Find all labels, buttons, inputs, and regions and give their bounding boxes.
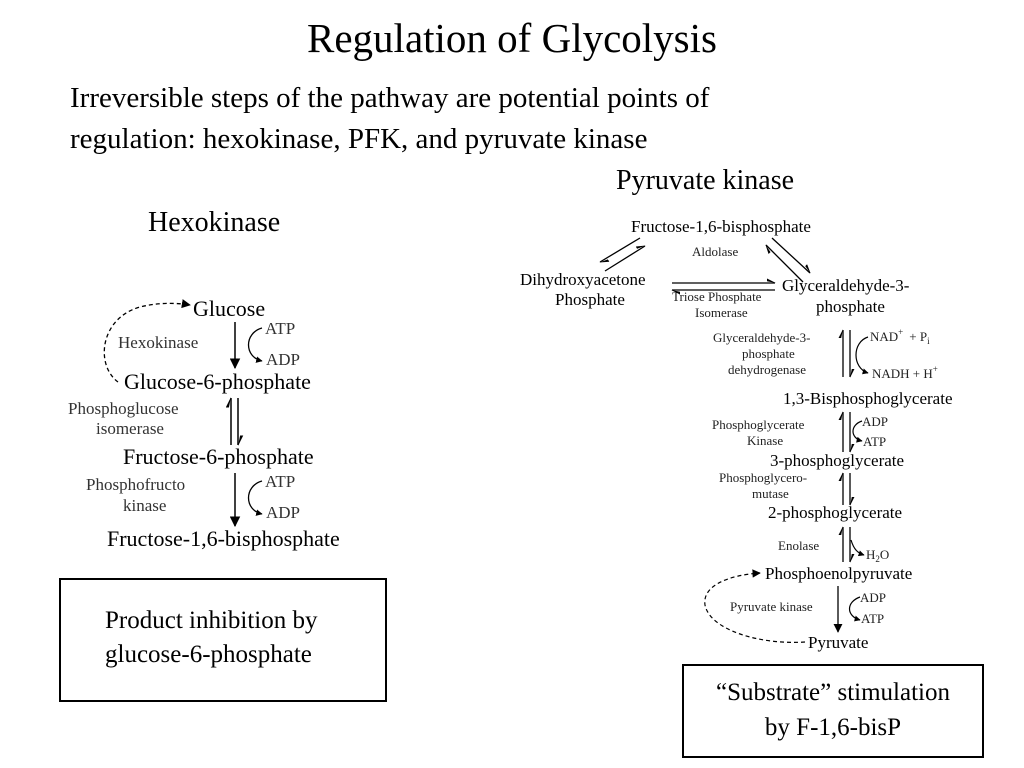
enzyme-pfk-1: Phosphofructo [86,475,185,494]
enzyme-tpi-2: Isomerase [695,305,748,320]
cofactor-atp-2: ATP [265,472,295,491]
arrow-adp-atp-1 [852,420,863,443]
node-1-3-bisphosphoglycerate: 1,3-Bisphosphoglycerate [783,389,953,408]
enzyme-pgk-2: Kinase [747,433,783,448]
hexokinase-pathway: Glucose Glucose-6-phosphate Fructose-6-p… [68,296,340,551]
pyruvate-kinase-heading: Pyruvate kinase [616,165,795,196]
enzyme-pgm-1: Phosphoglycero- [719,470,807,485]
product-inhibition-line-1: Product inhibition by [105,607,318,634]
arrow-nad-nadh [855,336,869,375]
arrow-atp-adp-2 [247,480,263,516]
enzyme-phosphoglucose-isomerase-2: isomerase [96,419,164,438]
arrow-atp-adp-1 [247,327,263,363]
enzyme-hexokinase: Hexokinase [118,333,198,352]
node-dhap-1: Dihydroxyacetone [520,270,646,289]
node-fructose-1-6-bisphosphate: Fructose-1,6-bisphosphate [107,526,340,551]
enzyme-tpi-1: Triose Phosphate [672,289,762,304]
enzyme-gapdh-2: phosphate [742,346,795,361]
enzyme-pfk-2: kinase [123,496,166,515]
substrate-stimulation-line-1: “Substrate” stimulation [716,679,950,706]
intro-line-2: regulation: hexokinase, PFK, and pyruvat… [70,123,648,155]
enzyme-phosphoglucose-isomerase-1: Phosphoglucose [68,399,179,418]
node-phosphoenolpyruvate: Phosphoenolpyruvate [765,564,912,583]
cofactor-atp-1: ATP [265,319,295,338]
arrow-product-inhibition-dashed [103,299,191,383]
hexokinase-heading: Hexokinase [148,207,281,238]
node-glucose-6-phosphate: Glucose-6-phosphate [124,369,311,394]
cofactor-atp-pk-2: ATP [861,611,884,626]
arrow-water-release [850,539,865,557]
cofactor-nadh: NADH + H+ [872,364,938,381]
node-gap-2: phosphate [816,297,885,316]
product-inhibition-line-2: glucose-6-phosphate [105,641,312,668]
node-3-phosphoglycerate: 3-phosphoglycerate [770,451,904,470]
node-fructose-1-6-bisphosphate-pk: Fructose-1,6-bisphosphate [631,217,811,236]
substrate-stimulation-line-2: by F-1,6-bisP [764,714,902,741]
arrow-aldolase-left-back [604,245,646,272]
intro-line-1: Irreversible steps of the pathway are po… [70,82,710,114]
cofactor-adp-2: ADP [266,503,300,522]
enzyme-gapdh-3: dehydrogenase [728,362,806,377]
cofactor-adp-pk-1: ADP [862,414,888,429]
node-2-phosphoglycerate: 2-phosphoglycerate [768,503,902,522]
cofactor-nad: NAD++ Pi [870,327,930,346]
cofactor-adp-pk-2: ADP [860,590,886,605]
arrow-adp-atp-2 [848,596,861,622]
enzyme-pgm-2: mutase [752,486,789,501]
node-glucose: Glucose [193,296,265,321]
arrow-aldolase-right [771,237,811,274]
enzyme-gapdh-1: Glyceraldehyde-3- [713,330,810,345]
node-fructose-6-phosphate: Fructose-6-phosphate [123,444,314,469]
cofactor-atp-pk-1: ATP [863,434,886,449]
pyruvate-kinase-pathway: Fructose-1,6-bisphosphate Aldolase Dihyd… [520,217,953,652]
enzyme-aldolase: Aldolase [692,244,738,259]
slide-title: Regulation of Glycolysis [307,15,717,61]
arrow-substrate-stimulation-dashed [704,569,806,643]
node-dhap-2: Phosphate [555,290,625,309]
intro-text: Irreversible steps of the pathway are po… [70,78,709,160]
product-inhibition-box: Product inhibition by glucose-6-phosphat… [59,578,387,702]
arrow-aldolase-left [599,237,641,263]
cofactor-adp-1: ADP [266,350,300,369]
node-pyruvate: Pyruvate [808,633,868,652]
enzyme-enolase: Enolase [778,538,819,553]
enzyme-pyruvate-kinase: Pyruvate kinase [730,599,813,614]
node-gap-1: Glyceraldehyde-3- [782,276,910,295]
arrow-aldolase-right-back [765,244,804,283]
cofactor-h2o: H2O [866,547,889,564]
enzyme-pgk-1: Phosphoglycerate [712,417,805,432]
substrate-stimulation-box: “Substrate” stimulation by F-1,6-bisP [682,664,984,758]
